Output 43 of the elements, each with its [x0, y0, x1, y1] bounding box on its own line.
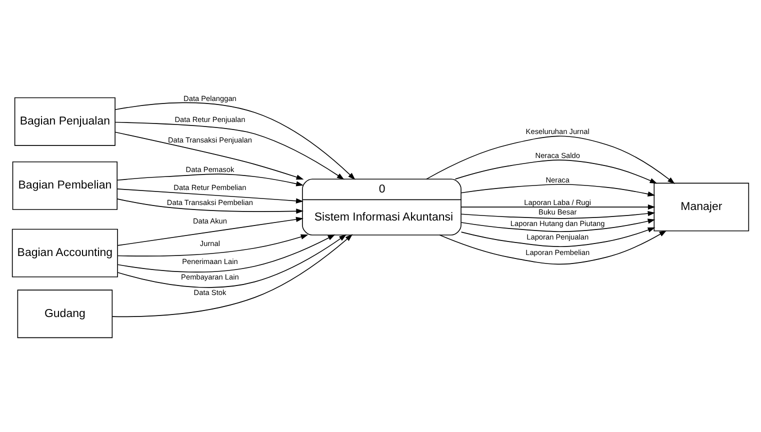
- arrow: [118, 234, 308, 256]
- edge-label: Jurnal: [200, 238, 220, 248]
- arrow: [460, 218, 656, 232]
- node-box: Gudang: [17, 289, 113, 338]
- edge-label: Penerimaan Lain: [182, 256, 238, 266]
- edge-label: Data Retur Penjualan: [174, 114, 246, 124]
- edge-label: Laporan Hutang dan Piutang: [510, 218, 605, 228]
- edge-label: Laporan Laba / Rugi: [524, 197, 592, 206]
- arrow: [460, 210, 656, 218]
- arrow: [114, 131, 304, 180]
- arrow: [439, 230, 667, 264]
- edge-label: Laporan Pembelian: [526, 247, 590, 256]
- edge-label: Buku Besar: [538, 207, 577, 216]
- arrow: [116, 198, 304, 214]
- arrow: [114, 121, 344, 180]
- edge-label: Neraca Saldo: [535, 150, 580, 160]
- edge-label: Data Transaksi Penjualan: [168, 134, 252, 144]
- edge-label: Data Pemasok: [186, 164, 234, 174]
- edge-label: Keseluruhan Jurnal: [526, 126, 590, 136]
- edge-label: Data Stok: [194, 288, 226, 297]
- edge-label: Neraca: [546, 175, 570, 184]
- edge-label: Data Transaksi Pembelian: [166, 197, 254, 206]
- arrow: [460, 204, 656, 210]
- node-box: Bagian Penjualan: [14, 96, 116, 146]
- arrow: [112, 234, 353, 317]
- arrow: [117, 234, 346, 288]
- node-box: Bagian Pembelian: [12, 160, 118, 210]
- arrow: [426, 135, 675, 184]
- node-box: Bagian Accounting: [12, 228, 118, 277]
- arrow: [116, 173, 304, 186]
- edge-label: Data Pelanggan: [184, 94, 236, 103]
- edge-label: Pembayaran Lain: [181, 272, 239, 282]
- arrow: [460, 226, 656, 246]
- edge-label: Laporan Penjualan: [526, 232, 589, 241]
- edge-label: Data Akun: [192, 216, 227, 226]
- edge-label: Data Retur Pembelian: [174, 182, 246, 192]
- arrow: [117, 216, 304, 246]
- arrow: [114, 102, 356, 180]
- arrow: [454, 159, 658, 184]
- node-box: Manajer: [654, 182, 750, 231]
- arrow: [117, 234, 336, 272]
- arrow: [117, 188, 304, 203]
- arrow: [460, 183, 656, 196]
